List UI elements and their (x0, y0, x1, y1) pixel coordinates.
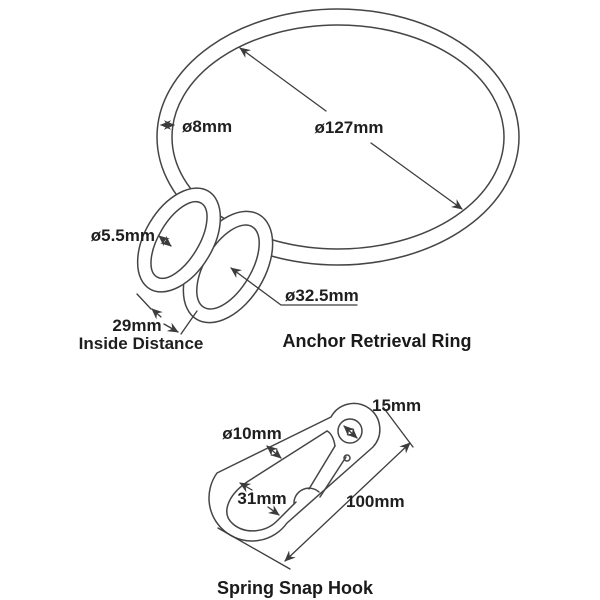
ring-diameter-arrow-lower (370, 142, 463, 210)
inside-distance-tick-left (136, 293, 152, 310)
anchor-retrieval-ring-figure: ø8mm ø127mm ø5.5mm ø32.5mm 29mm Inside D… (79, 8, 520, 353)
inside-distance-tick-right (180, 310, 198, 335)
inside-distance-arrow-right (163, 322, 179, 333)
ring-outer-edge (156, 8, 520, 266)
hook-body-outline (208, 402, 381, 542)
large-loop-diameter-label: ø32.5mm (285, 286, 359, 305)
small-loop-inner-edge (150, 200, 208, 280)
hook-inner-opening (226, 430, 328, 532)
opening-arrow-upper (239, 482, 253, 493)
gate-line-upper (308, 445, 336, 490)
ring-inner-edge (171, 24, 505, 250)
opening-arrow-lower (267, 505, 280, 516)
snap-hook-caption: Spring Snap Hook (217, 578, 374, 598)
inside-distance-arrow-left (151, 308, 163, 320)
hook-wire-diameter-arrows (266, 445, 282, 459)
hook-wire-diameter-label: ø10mm (222, 424, 282, 443)
small-loop-wire-arrow (158, 235, 172, 247)
inside-distance-text-label: Inside Distance (79, 334, 204, 353)
spring-snap-hook-figure: 15mm ø10mm 31mm 100mm Spring Snap Hook (208, 396, 421, 598)
eye-diameter-label: 15mm (372, 396, 421, 415)
eye-diameter-arrows (343, 425, 358, 439)
gate-apex-joint (326, 430, 336, 447)
length-dimension-line (284, 442, 411, 562)
hook-tip-cup (293, 487, 320, 505)
opening-width-label: 31mm (237, 489, 286, 508)
small-loop-wire-diameter-label: ø5.5mm (91, 226, 155, 245)
inside-distance-dimension (136, 293, 198, 335)
retrieval-loops (136, 187, 274, 324)
anchor-ring-caption: Anchor Retrieval Ring (282, 331, 471, 351)
ring-diameter-arrow-upper (239, 47, 327, 112)
length-extension-line-bottom (217, 527, 291, 570)
inside-distance-value-label: 29mm (112, 316, 161, 335)
overall-length-label: 100mm (346, 492, 405, 511)
large-loop-diameter-leader (230, 267, 358, 306)
ring-wire-diameter-label: ø8mm (182, 117, 232, 136)
ring-diameter-label: ø127mm (315, 118, 384, 137)
length-extension-line-top (382, 406, 414, 448)
